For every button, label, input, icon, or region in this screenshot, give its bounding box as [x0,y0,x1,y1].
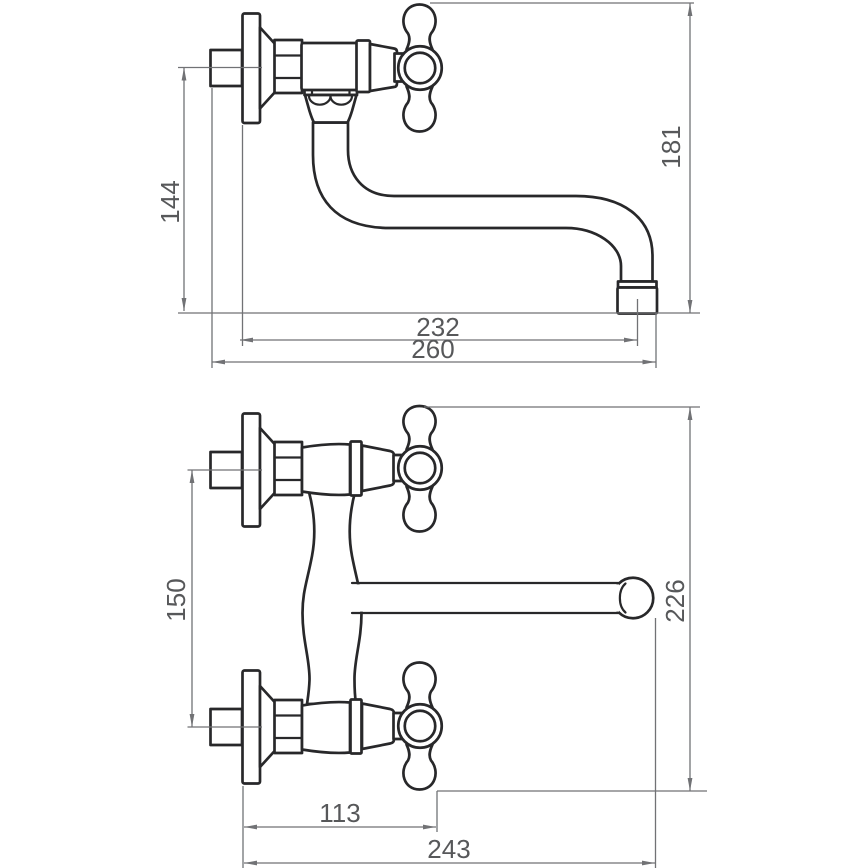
dim-label-113: 113 [319,798,360,828]
figure-bottom-faucet [209,404,655,791]
valve-body-upper [300,442,352,497]
body-collar-upper [349,440,363,497]
outlet-nut-scallops [307,94,354,106]
mounting-nut-lower [273,698,304,755]
spout-ball-crescent [618,582,627,614]
handle-lobe-top-upper [402,404,437,451]
handle-lobe-top [402,3,437,51]
spout-tube-fill [350,584,619,612]
mounting-nut-facets [274,54,303,80]
mounting-nut-facets-lower [274,714,303,740]
handle-hub-inner-lower [403,709,437,743]
valve-body [300,41,359,92]
figure-top-faucet [209,3,659,315]
spout-tube-edges [350,581,621,615]
body-collar [355,39,372,94]
dim-label-260: 260 [411,334,454,364]
dim-label-150: 150 [161,578,191,621]
handle-lobe-bottom [402,85,437,133]
dim-label-232: 232 [416,312,459,342]
bonnet [368,42,399,93]
mounting-nut-facets-upper [274,456,303,482]
handle-lobe-bottom-lower [402,743,437,791]
handle-lobe-bottom-upper [402,485,437,533]
handle-lobe-top-lower [402,661,437,709]
figure-bottom-dimensions: 226 150 113 243 [161,406,707,868]
dim-label-181: 181 [656,125,686,168]
mounting-nut [273,38,304,95]
spout-tube [311,121,654,283]
bonnet-upper [360,444,396,493]
mounting-nut-upper [273,440,304,497]
bonnet-lower [360,702,396,751]
dim-label-226: 226 [660,579,690,622]
dim-label-144: 144 [155,180,185,223]
valve-body-lower [300,700,352,755]
body-collar-lower [349,698,363,755]
handle-hub-inner-upper [403,451,437,485]
wall-flange-plate [241,12,262,125]
figure-top-dimensions: 181 144 232 260 [155,2,700,368]
outlet-nut [303,93,358,124]
handle-hub-inner [403,51,437,85]
dim-label-243: 243 [427,834,470,864]
